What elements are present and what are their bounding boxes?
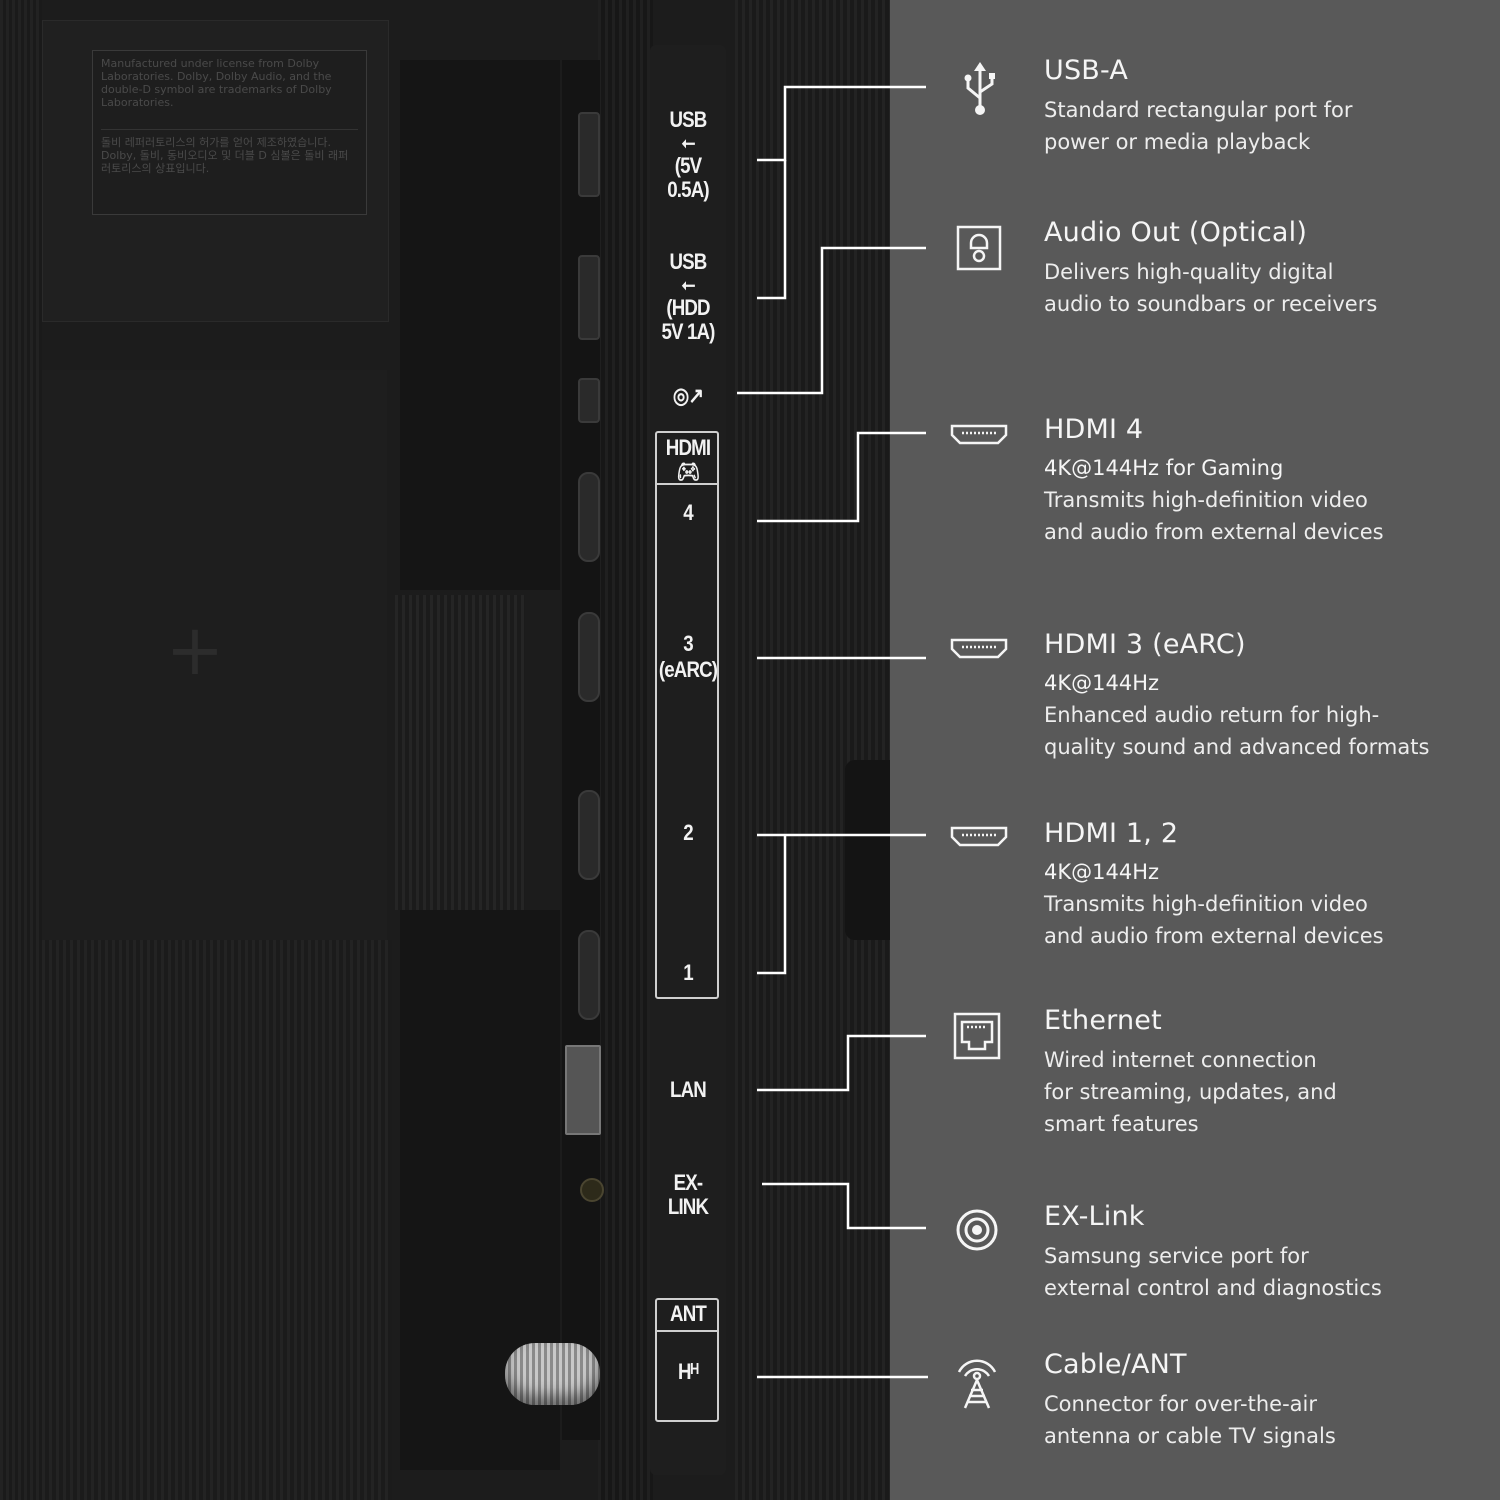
strip-hdmi-3-sub: (eARC) bbox=[658, 657, 718, 682]
strip-exlink: EX-LINK bbox=[667, 1170, 709, 1219]
hdmi-port-4 bbox=[578, 472, 600, 562]
usb-symbol-icon: ⭠ bbox=[681, 274, 696, 296]
optical-icon bbox=[956, 225, 1002, 271]
dolby-label-line1: Manufactured under license from Dolby La… bbox=[101, 57, 332, 109]
port-title: HDMI 1, 2 bbox=[1044, 818, 1179, 849]
exlink-icon bbox=[956, 1209, 998, 1251]
dolby-label-sticker: Manufactured under license from Dolby La… bbox=[92, 50, 367, 215]
dolby-label-line2: 돌비 레퍼러토리스의 허가를 얻어 제조하였습니다. Dolby, 돌비, 동비… bbox=[101, 129, 358, 175]
strip-label-optical: ◎↗ bbox=[672, 383, 704, 408]
strip-hdmi-4: 4 bbox=[683, 500, 693, 525]
hdmi-port-1 bbox=[578, 930, 600, 1020]
usb-port-1 bbox=[578, 112, 600, 197]
strip-lan: LAN bbox=[670, 1077, 707, 1102]
strip-label-usb2: USB ⭠ (HDD 5V 1A) bbox=[656, 250, 721, 344]
port-item-exlink: EX-Link Samsung service port for externa… bbox=[1044, 1200, 1484, 1304]
tv-ribbed-right bbox=[735, 0, 890, 1500]
port-description: Samsung service port for external contro… bbox=[1044, 1244, 1382, 1300]
ant-label-box bbox=[655, 1298, 719, 1422]
usb-icon bbox=[964, 62, 995, 115]
hdmi-port-2 bbox=[578, 790, 600, 880]
coax-connector bbox=[505, 1343, 600, 1405]
port-title: Ethernet bbox=[1044, 1005, 1162, 1036]
strip-ant-symbol: Ηᴴ bbox=[678, 1359, 699, 1384]
plus-mark-icon: + bbox=[165, 609, 225, 691]
port-description: Transmits high-definition video and audi… bbox=[1044, 892, 1384, 948]
strip-hdmi-header: HDMI bbox=[665, 435, 711, 460]
gamepad-icon: 🎮︎ bbox=[676, 459, 701, 484]
strip-hdmi-3: 3 bbox=[683, 631, 693, 656]
port-description: Delivers high-quality digital audio to s… bbox=[1044, 260, 1378, 316]
port-item-optical: Audio Out (Optical) Delivers high-qualit… bbox=[1044, 216, 1484, 320]
strip-usb1-spec: (5V 0.5A) bbox=[667, 153, 709, 202]
antenna-icon bbox=[957, 1359, 997, 1409]
port-item-antenna: Cable/ANT Connector for over-the-air ant… bbox=[1044, 1348, 1484, 1452]
hdmi-icon bbox=[950, 638, 1008, 659]
port-item-hdmi3: HDMI 3 (eARC) 4K@144Hz Enhanced audio re… bbox=[1044, 628, 1484, 763]
hdmi-port-3 bbox=[578, 612, 600, 702]
port-title: Audio Out (Optical) bbox=[1044, 217, 1308, 248]
tv-back-photo: Manufactured under license from Dolby La… bbox=[0, 0, 890, 1500]
ethernet-icon bbox=[953, 1012, 1001, 1060]
strip-label-usb1: USB ⭠ (5V 0.5A) bbox=[656, 108, 721, 202]
usb-symbol-icon: ⭠ bbox=[681, 132, 696, 154]
port-subtitle: 4K@144Hz bbox=[1044, 671, 1160, 695]
strip-hdmi-1: 1 bbox=[683, 960, 693, 985]
strip-usb1-text: USB bbox=[669, 107, 708, 132]
exlink-port bbox=[580, 1178, 604, 1202]
port-title: HDMI 3 (eARC) bbox=[1044, 629, 1246, 660]
hdmi-label-box bbox=[655, 431, 719, 999]
port-subtitle: 4K@144Hz for Gaming bbox=[1044, 456, 1284, 480]
strip-usb2-text: USB bbox=[669, 249, 708, 274]
port-description: Standard rectangular port for power or m… bbox=[1044, 98, 1353, 154]
port-description: Transmits high-definition video and audi… bbox=[1044, 488, 1384, 544]
hdmi-label-header bbox=[657, 433, 717, 485]
tv-ribbed-mid bbox=[395, 595, 525, 910]
strip-ant-header: ANT bbox=[670, 1301, 707, 1326]
port-description: Connector for over-the-air antenna or ca… bbox=[1044, 1392, 1336, 1448]
port-description: Enhanced audio return for high- quality … bbox=[1044, 703, 1430, 759]
port-item-usb: USB-A Standard rectangular port for powe… bbox=[1044, 54, 1484, 158]
ant-label-header bbox=[657, 1300, 717, 1332]
optical-port bbox=[578, 378, 600, 423]
tv-ribbed-panel bbox=[42, 940, 392, 1500]
tv-ribbed-column bbox=[598, 0, 653, 1500]
port-item-hdmi12: HDMI 1, 2 4K@144Hz Transmits high-defini… bbox=[1044, 817, 1484, 952]
tv-recess-upper bbox=[400, 60, 560, 590]
hdmi-icon bbox=[950, 826, 1008, 847]
tv-edge-strip bbox=[0, 0, 42, 1500]
strip-hdmi-2: 2 bbox=[683, 820, 693, 845]
port-title: Cable/ANT bbox=[1044, 1349, 1187, 1380]
tv-side-notch bbox=[845, 760, 890, 940]
port-description: Wired internet connection for streaming,… bbox=[1044, 1048, 1337, 1136]
port-label-strip bbox=[650, 45, 726, 1475]
tv-mid-panel bbox=[42, 370, 387, 940]
port-title: HDMI 4 bbox=[1044, 414, 1144, 445]
strip-usb2-spec: (HDD 5V 1A) bbox=[661, 295, 715, 344]
info-panel bbox=[890, 0, 1500, 1500]
port-item-ethernet: Ethernet Wired internet connection for s… bbox=[1044, 1004, 1484, 1140]
usb-port-2 bbox=[578, 255, 600, 340]
port-title: USB-A bbox=[1044, 55, 1129, 86]
port-title: EX-Link bbox=[1044, 1201, 1145, 1232]
hdmi-icon bbox=[950, 424, 1008, 445]
port-item-hdmi4: HDMI 4 4K@144Hz for Gaming Transmits hig… bbox=[1044, 413, 1484, 548]
lan-port bbox=[565, 1045, 601, 1135]
port-subtitle: 4K@144Hz bbox=[1044, 860, 1160, 884]
